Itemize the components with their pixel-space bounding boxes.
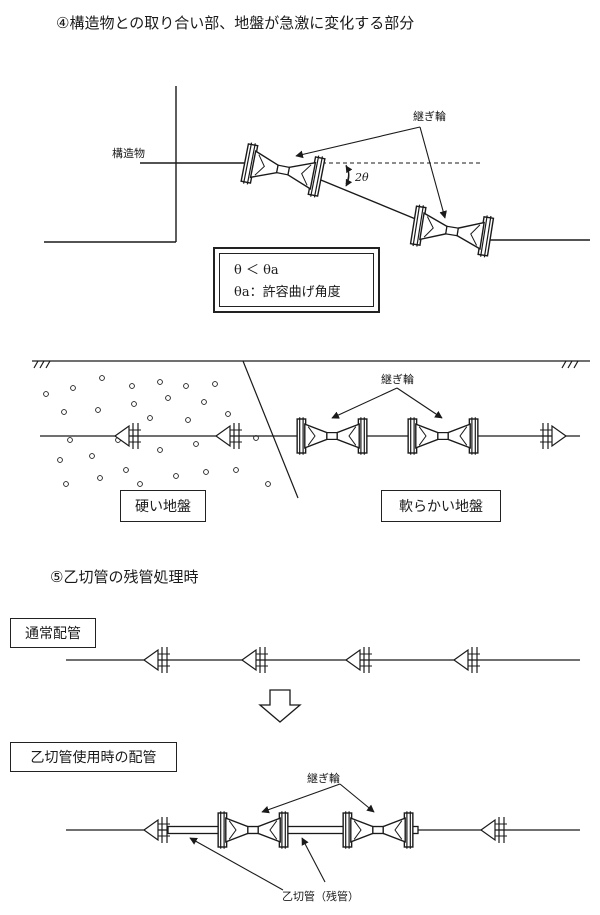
formula-line-1: θ ＜ θa <box>234 263 279 278</box>
pipe-socket-normal-2 <box>240 647 268 673</box>
joint-arrow-3 <box>331 387 398 419</box>
normal-piping-label: 通常配管 <box>10 618 96 648</box>
soft-ground-label: 軟らかい地盤 <box>381 490 501 522</box>
cut-pipe-segment <box>167 825 419 835</box>
structure-wall <box>44 86 177 243</box>
pipe-socket-soft-end <box>540 423 568 449</box>
sleeve-coupling-5 <box>217 811 289 849</box>
joint-arrow-1 <box>295 126 421 159</box>
joint-arrow-5 <box>261 783 341 814</box>
ground-surface <box>32 360 590 369</box>
pipe-socket-normal-1 <box>142 647 170 673</box>
formula-line-2: θa：許容曲げ角度 <box>234 285 341 300</box>
cut-pipe-arrow-2 <box>301 837 326 883</box>
transition-down-arrow <box>258 689 302 723</box>
cut-pipe-label: 乙切管（残管） <box>282 890 359 903</box>
cut-pipe-arrow-1 <box>189 837 284 891</box>
pipe-segment-inclined <box>315 177 419 221</box>
pipe-socket-hard-1 <box>113 423 141 449</box>
pipe-socket-normal-3 <box>344 647 372 673</box>
pipe-socket-hard-2 <box>214 423 242 449</box>
joint-arrow-4 <box>396 387 443 419</box>
sleeve-coupling-1 <box>240 142 326 198</box>
joint-arrow-2 <box>419 126 447 219</box>
pipe-socket-normal-4 <box>452 647 480 673</box>
section5-heading: ⑤乙切管の残管処理時 <box>50 568 199 586</box>
joint-label-cut: 継ぎ輪 <box>307 772 340 785</box>
hard-ground-label: 硬い地盤 <box>120 490 206 522</box>
ground-boundary <box>242 360 299 499</box>
joint-label-ground: 継ぎ輪 <box>381 373 414 386</box>
pipe-socket-cut-1 <box>142 817 170 843</box>
structure-label: 構造物 <box>112 147 145 160</box>
allowable-angle-box: θ ＜ θa θa：許容曲げ角度 <box>213 247 380 313</box>
section4-heading: ④構造物との取り合い部、地盤が急激に変化する部分 <box>56 14 415 32</box>
pipe-socket-cut-2 <box>479 817 507 843</box>
joint-label-top: 継ぎ輪 <box>413 110 446 123</box>
hard-ground-gravel <box>43 375 271 487</box>
cut-pipe-piping-label: 乙切管使用時の配管 <box>10 742 177 772</box>
sleeve-coupling-2 <box>409 204 495 258</box>
sleeve-coupling-4 <box>407 417 479 455</box>
sleeve-coupling-6 <box>342 811 414 849</box>
angle-label: 2θ <box>355 171 369 184</box>
joint-arrow-6 <box>339 783 375 813</box>
sleeve-coupling-3 <box>296 417 368 455</box>
